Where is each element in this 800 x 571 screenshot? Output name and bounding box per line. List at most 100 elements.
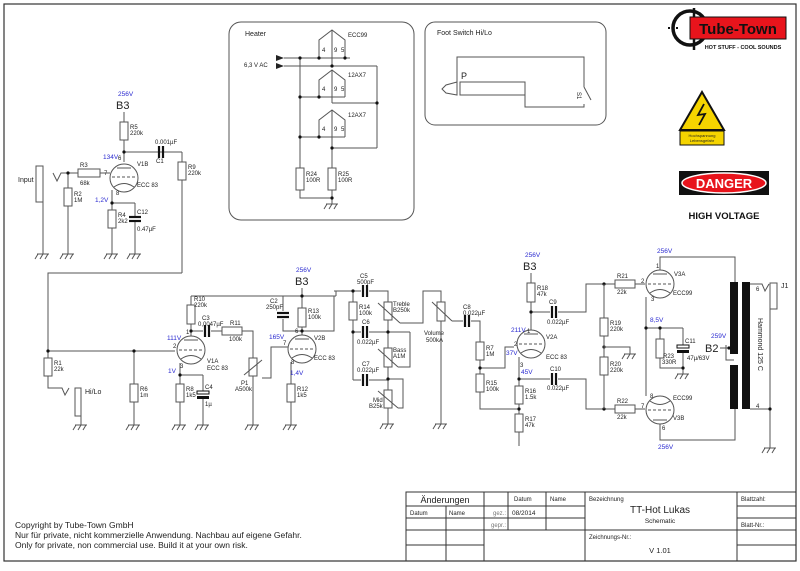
svg-text:Treble: Treble — [393, 302, 410, 308]
svg-text:R16: R16 — [525, 389, 537, 395]
svg-text:1k5: 1k5 — [186, 393, 196, 399]
svg-text:A1M: A1M — [393, 354, 405, 360]
svg-text:V3A: V3A — [674, 272, 685, 278]
high-voltage-warning-sign: Hochspannung Lebensgefahr — [678, 90, 726, 146]
svg-text:1: 1 — [186, 330, 190, 336]
svg-text:4: 4 — [322, 48, 326, 54]
svg-text:R20: R20 — [610, 362, 622, 368]
tube-town-logo: Tube-Town HOT STUFF - COOL SOUNDS — [668, 8, 787, 51]
transformer-core — [742, 282, 750, 409]
title-block — [405, 491, 797, 562]
svg-text:A500k: A500k — [235, 387, 253, 393]
svg-text:256V: 256V — [296, 267, 312, 274]
svg-text:R9: R9 — [188, 165, 196, 171]
input-label: Input — [18, 177, 34, 184]
svg-text:Lebensgefahr: Lebensgefahr — [690, 138, 715, 143]
svg-text:R2: R2 — [74, 192, 82, 198]
svg-text:gez.:: gez.: — [493, 511, 506, 517]
svg-text:ECC 83: ECC 83 — [207, 366, 229, 372]
svg-text:7: 7 — [283, 341, 287, 347]
svg-text:Zeichnungs-Nr.:: Zeichnungs-Nr.: — [589, 535, 632, 541]
transformer-primary-bottom — [730, 365, 738, 409]
svg-text:211V: 211V — [511, 327, 526, 334]
footswitch-box — [424, 21, 607, 126]
svg-text:R5: R5 — [130, 125, 138, 131]
svg-text:100k: 100k — [359, 311, 373, 317]
svg-text:220k: 220k — [188, 171, 202, 177]
svg-text:R17: R17 — [525, 417, 537, 423]
footswitch-title: Foot Switch Hi/Lo — [437, 30, 492, 37]
heater-box — [228, 21, 415, 221]
svg-text:S1: S1 — [575, 92, 581, 100]
b2-node: B2 — [705, 343, 718, 355]
b3-node: B3 — [116, 100, 129, 112]
svg-text:100R: 100R — [338, 178, 353, 184]
svg-text:8: 8 — [116, 191, 120, 197]
svg-text:R19: R19 — [610, 321, 622, 327]
svg-text:1k5: 1k5 — [297, 393, 307, 399]
svg-text:ECC 83: ECC 83 — [314, 356, 336, 362]
svg-text:22k: 22k — [617, 290, 628, 296]
svg-text:1M: 1M — [74, 198, 82, 204]
svg-text:220k: 220k — [130, 131, 144, 137]
plug-tip-icon — [441, 81, 458, 96]
svg-text:0.022µF: 0.022µF — [463, 311, 485, 317]
svg-text:7: 7 — [641, 404, 645, 410]
svg-text:R21: R21 — [617, 274, 629, 280]
svg-text:R14: R14 — [359, 305, 371, 311]
svg-text:220k: 220k — [610, 368, 624, 374]
svg-text:V1B: V1B — [137, 162, 148, 168]
svg-text:C9: C9 — [549, 300, 557, 306]
svg-text:0.47µF: 0.47µF — [137, 227, 156, 233]
svg-text:68k: 68k — [80, 181, 91, 187]
brand-name: Tube-Town — [699, 21, 777, 38]
b3-node: B3 — [523, 261, 536, 273]
heater-tube-12ax7: 12AX7 — [348, 113, 367, 119]
svg-text:C10: C10 — [550, 367, 562, 373]
heater-arrow-icon — [276, 63, 284, 69]
svg-text:B25k: B25k — [369, 404, 384, 410]
svg-text:5: 5 — [341, 87, 345, 93]
svg-text:47k: 47k — [537, 292, 548, 298]
svg-text:37V: 37V — [506, 350, 518, 357]
svg-text:R15: R15 — [486, 381, 498, 387]
svg-text:B250k: B250k — [393, 308, 411, 314]
svg-text:500pF: 500pF — [357, 280, 374, 286]
svg-text:R4: R4 — [118, 213, 126, 219]
svg-text:1µ: 1µ — [205, 402, 212, 408]
svg-text:Mid: Mid — [373, 398, 383, 404]
svg-text:V1A: V1A — [207, 359, 218, 365]
plug-body — [459, 81, 526, 96]
drawn-date: 08/2014 — [512, 510, 536, 517]
hilo-label: Hi/Lo — [85, 389, 101, 396]
svg-text:0,0047µF: 0,0047µF — [198, 322, 224, 328]
svg-text:C8: C8 — [463, 305, 471, 311]
svg-text:R6: R6 — [140, 387, 148, 393]
svg-text:C5: C5 — [360, 274, 368, 280]
svg-text:0.022µF: 0.022µF — [357, 340, 379, 346]
heater-tube-ecc99: ECC99 — [348, 33, 368, 39]
svg-text:Bass: Bass — [393, 348, 406, 354]
svg-text:3: 3 — [180, 364, 184, 370]
brand-tagline: HOT STUFF - COOL SOUNDS — [705, 45, 782, 51]
svg-text:9: 9 — [334, 48, 338, 54]
svg-text:R7: R7 — [486, 346, 494, 352]
copyright-line-3: Only for private, non commercial use. Bu… — [15, 540, 248, 550]
b3-node: B3 — [295, 276, 308, 288]
svg-text:Hochspannung: Hochspannung — [689, 133, 716, 138]
svg-text:1V: 1V — [168, 368, 177, 375]
svg-text:256V: 256V — [657, 248, 673, 255]
svg-text:V2B: V2B — [314, 336, 325, 342]
svg-text:R12: R12 — [297, 387, 309, 393]
svg-text:6: 6 — [295, 329, 299, 335]
svg-text:4: 4 — [322, 87, 326, 93]
svg-text:100R: 100R — [306, 178, 321, 184]
copyright-line-2: Nur für private, nicht kommerzielle Anwe… — [15, 530, 302, 540]
svg-text:22k: 22k — [617, 415, 628, 421]
svg-text:ECC 83: ECC 83 — [546, 355, 568, 361]
svg-text:C7: C7 — [362, 362, 370, 368]
project-title: TT-Hot Lukas — [630, 505, 690, 516]
svg-text:V2A: V2A — [546, 335, 557, 341]
svg-text:R13: R13 — [308, 309, 320, 315]
svg-text:45V: 45V — [521, 369, 533, 376]
